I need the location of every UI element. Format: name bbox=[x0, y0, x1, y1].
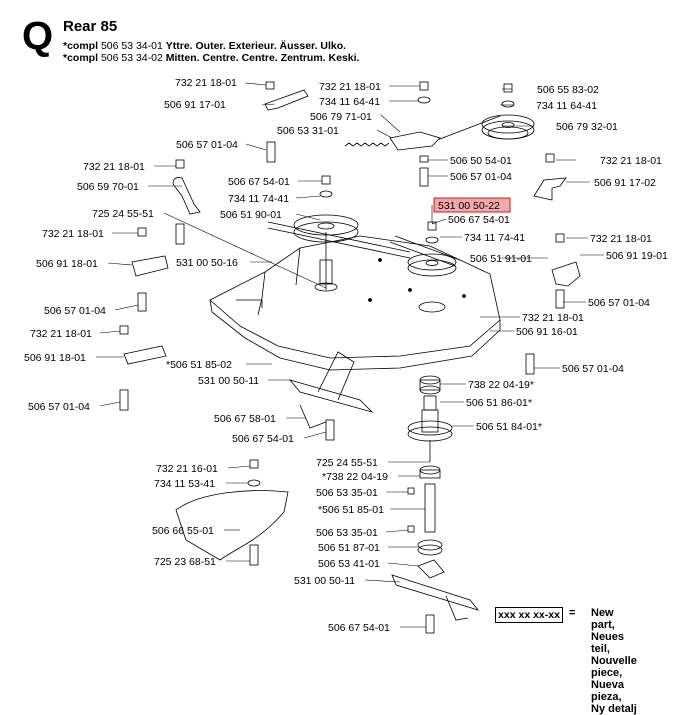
left-spindle bbox=[319, 259, 333, 285]
part-label: 506 91 18-01 bbox=[24, 352, 86, 364]
part-label: 506 91 16-01 bbox=[516, 326, 578, 338]
bracket-left-clip bbox=[172, 177, 201, 215]
part-label: 506 57 01-04 bbox=[28, 401, 90, 413]
tension-arm bbox=[389, 131, 441, 151]
deck-hole-center bbox=[418, 301, 446, 313]
part-label: 506 57 01-04 bbox=[176, 139, 238, 151]
legend-line: Ny detalj bbox=[591, 703, 637, 715]
part-label: 506 91 17-01 bbox=[164, 99, 226, 111]
part-label: 732 21 18-01 bbox=[522, 312, 584, 324]
bracket-top-left bbox=[264, 89, 309, 111]
part-label: 506 57 01-04 bbox=[44, 305, 106, 317]
part-label: 506 79 71-01 bbox=[310, 111, 372, 123]
part-label: 725 23 68-51 bbox=[154, 556, 216, 568]
part-label: 732 21 18-01 bbox=[319, 81, 381, 93]
part-label-highlighted: 531 00 50-22 bbox=[438, 200, 500, 212]
part-label: 506 59 70-01 bbox=[77, 181, 139, 193]
part-label: 506 57 01-04 bbox=[562, 363, 624, 375]
part-label: 506 57 01-04 bbox=[450, 171, 512, 183]
fasteners bbox=[119, 81, 565, 634]
part-label: 506 79 32-01 bbox=[556, 121, 618, 133]
part-label: 506 67 54-01 bbox=[232, 433, 294, 445]
part-labels: 732 21 18-01 506 91 17-01 506 57 01-04 7… bbox=[24, 77, 668, 634]
header-line-outer: *compl 506 53 34-01 Yttre. Outer. Exteri… bbox=[63, 40, 346, 52]
legend-equals: = bbox=[569, 607, 576, 619]
legend-new-part-box: xxx xx xx-xx bbox=[495, 607, 563, 623]
part-label: 732 21 18-01 bbox=[590, 233, 652, 245]
belt bbox=[267, 221, 411, 259]
part-label: *506 51 85-01 bbox=[318, 504, 384, 516]
part-label: 732 21 18-01 bbox=[83, 161, 145, 173]
part-label: 506 50 54-01 bbox=[450, 155, 512, 167]
part-label: 506 67 54-01 bbox=[328, 622, 390, 634]
part-label: 506 91 18-01 bbox=[36, 258, 98, 270]
bracket-left-mid bbox=[131, 255, 169, 277]
compl-text: Mitten. Centre. Centre. Zentrum. Keski. bbox=[165, 52, 360, 64]
highlight-box bbox=[433, 197, 511, 213]
part-label: 531 00 50-16 bbox=[176, 257, 238, 269]
part-label: 732 21 18-01 bbox=[30, 328, 92, 340]
legend-line: Nouvelle piece, bbox=[591, 655, 637, 679]
part-label: 506 67 54-01 bbox=[448, 214, 510, 226]
part-label: 506 91 19-01 bbox=[606, 250, 668, 262]
legend-line: New part, bbox=[591, 607, 615, 631]
compl-text: Yttre. Outer. Exterieur. Äusser. Ulko. bbox=[165, 40, 347, 52]
bracket-top-right bbox=[533, 177, 567, 201]
part-label: 738 22 04-19* bbox=[468, 379, 534, 391]
cover-plate bbox=[175, 490, 289, 561]
part-label: 506 55 83-02 bbox=[537, 84, 599, 96]
compl-prefix: *compl bbox=[63, 40, 99, 52]
part-label: 506 91 17-02 bbox=[594, 177, 656, 189]
part-label: *738 22 04-19 bbox=[322, 471, 388, 483]
part-label: 734 11 53-41 bbox=[154, 478, 215, 490]
compl-prefix: *compl bbox=[63, 52, 99, 64]
part-label: 506 51 86-01* bbox=[466, 397, 532, 409]
part-label: 732 21 18-01 bbox=[175, 77, 237, 89]
part-label: 531 00 50-11 bbox=[294, 575, 355, 587]
header-line-centre: *compl 506 53 34-02 Mitten. Centre. Cent… bbox=[63, 52, 359, 64]
part-label: 725 24 55-51 bbox=[92, 208, 154, 220]
part-label: 506 51 84-01* bbox=[476, 421, 542, 433]
center-pulley bbox=[407, 253, 457, 271]
compl-code: 506 53 34-01 bbox=[100, 40, 163, 52]
part-label: 506 51 90-01 bbox=[220, 209, 282, 221]
section-letter: Q bbox=[22, 14, 54, 58]
part-label: 506 53 41-01 bbox=[318, 558, 380, 570]
spring bbox=[344, 142, 390, 147]
spindle-assembly bbox=[407, 375, 453, 579]
part-label: 734 11 74-41 bbox=[464, 232, 525, 244]
part-label: 506 53 35-01 bbox=[316, 487, 378, 499]
part-label: 506 67 58-01 bbox=[214, 413, 276, 425]
exploded-parts-diagram: 732 21 18-01 506 91 17-01 506 57 01-04 7… bbox=[24, 77, 668, 634]
parts-drawing bbox=[96, 81, 604, 634]
legend-line: Nueva pieza, bbox=[591, 679, 625, 703]
page-title: Rear 85 bbox=[63, 18, 118, 35]
part-label: 506 67 54-01 bbox=[228, 176, 290, 188]
blade-lower bbox=[391, 574, 480, 611]
part-label: 734 11 64-41 bbox=[319, 96, 380, 108]
part-label: *506 51 85-02 bbox=[166, 359, 232, 371]
legend-line: Neues teil, bbox=[591, 631, 625, 655]
drive-pulley bbox=[481, 114, 535, 134]
part-label: 732 21 18-01 bbox=[600, 155, 662, 167]
part-label: 734 11 74-41 bbox=[228, 193, 289, 205]
part-label: 506 53 31-01 bbox=[277, 125, 339, 137]
part-label: 506 51 91-01 bbox=[470, 253, 532, 265]
part-label: 734 11 64-41 bbox=[536, 100, 597, 112]
part-label: 506 51 87-01 bbox=[318, 542, 380, 554]
deck-skirt bbox=[209, 299, 501, 371]
leader-lines bbox=[96, 82, 604, 628]
bracket-left-low bbox=[123, 345, 167, 365]
part-label: 732 21 16-01 bbox=[156, 463, 218, 475]
part-label: 506 66 55-01 bbox=[152, 525, 214, 537]
part-label: 725 24 55-51 bbox=[316, 457, 378, 469]
compl-code: 506 53 34-02 bbox=[100, 52, 163, 64]
blade-main bbox=[288, 379, 374, 413]
part-label: 506 57 01-04 bbox=[588, 297, 650, 309]
bracket-right-mid bbox=[551, 261, 581, 287]
part-label: 531 00 50-11 bbox=[198, 375, 259, 387]
part-label: 732 21 18-01 bbox=[42, 228, 104, 240]
part-label: 506 53 35-01 bbox=[316, 527, 378, 539]
